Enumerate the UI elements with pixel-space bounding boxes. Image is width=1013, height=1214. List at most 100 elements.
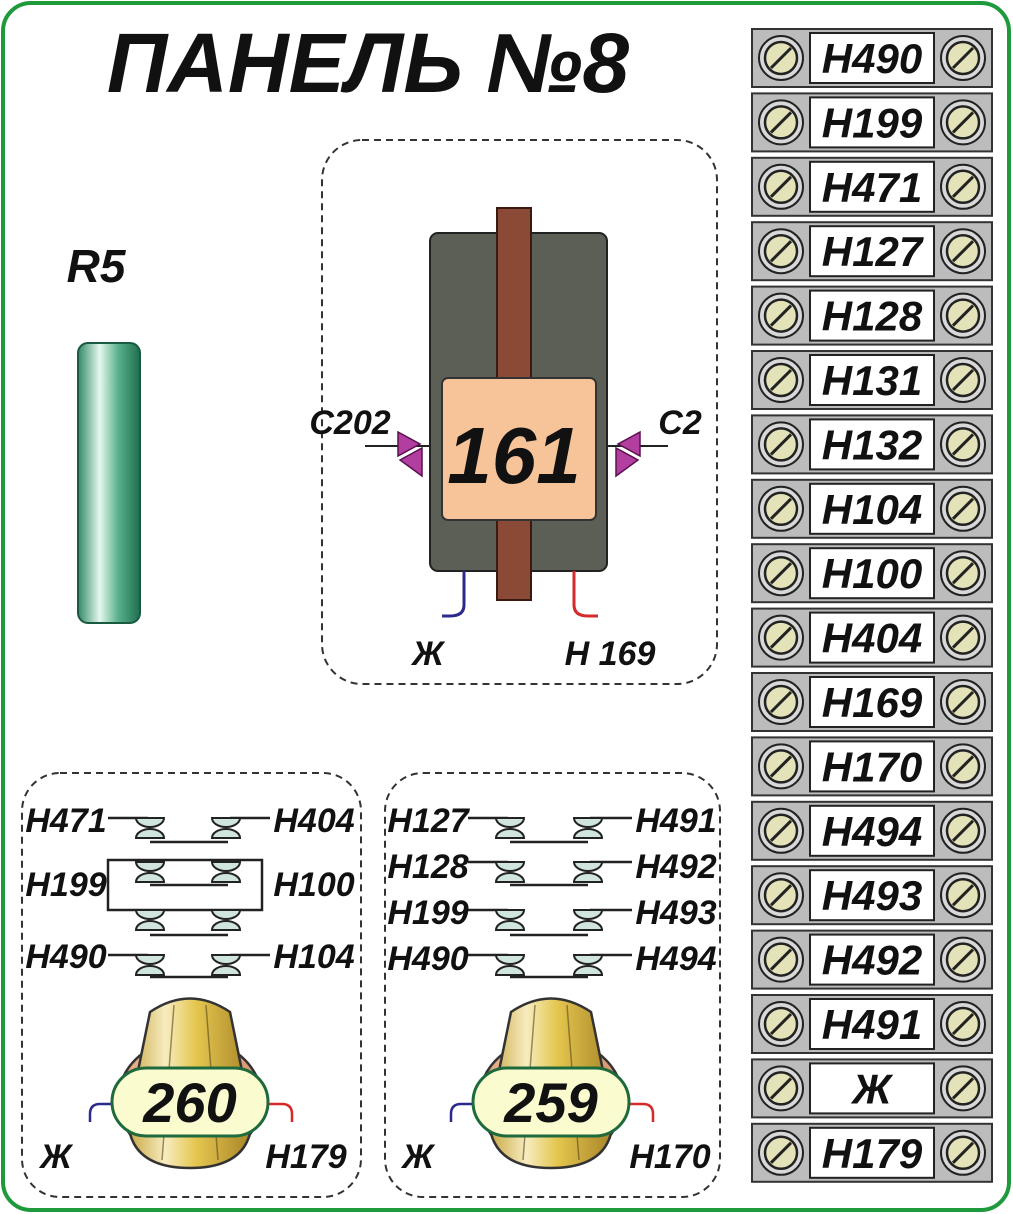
sw260-right-3: Н104 bbox=[273, 938, 354, 976]
terminal-label: Н494 bbox=[822, 808, 922, 855]
terminal-screw-icon[interactable] bbox=[758, 35, 804, 81]
sw259-wire-left-label: Ж bbox=[400, 1138, 436, 1176]
terminal-label: Н132 bbox=[822, 421, 922, 468]
sw259-right-4: Н494 bbox=[635, 940, 716, 978]
terminal-screw-icon[interactable] bbox=[940, 1065, 986, 1112]
terminal-label: Н199 bbox=[822, 99, 923, 146]
sw259-left-3: Н199 bbox=[387, 894, 468, 932]
terminal-screw-icon[interactable] bbox=[758, 163, 804, 210]
switch-259-knob[interactable]: 259 bbox=[449, 997, 655, 1170]
sw259-wire-right-label: Н170 bbox=[629, 1138, 710, 1176]
terminal-screw-icon[interactable] bbox=[758, 679, 804, 725]
terminal-screw-icon[interactable] bbox=[940, 807, 986, 854]
terminal-screw-icon[interactable] bbox=[940, 99, 986, 146]
terminal-screw-icon[interactable] bbox=[940, 872, 986, 919]
terminal-label: Н492 bbox=[822, 937, 922, 984]
terminal-screw-icon[interactable] bbox=[758, 807, 804, 854]
cap-left bbox=[397, 430, 423, 478]
sw259-wire-right bbox=[629, 1102, 655, 1122]
terminal-screw-icon[interactable] bbox=[940, 743, 986, 790]
terminal-label: Н490 bbox=[822, 35, 922, 82]
terminal-screw-icon[interactable] bbox=[940, 936, 986, 983]
switch-259: Н127 Н491 Н128 Н492 Н199 Н493 Н490 Н494 … bbox=[384, 772, 721, 1198]
terminal-cell: Н131 bbox=[751, 350, 993, 410]
terminal-label: Н100 bbox=[822, 550, 922, 597]
terminal-cell: Н170 bbox=[751, 736, 993, 797]
sw259-right-1: Н491 bbox=[635, 802, 716, 840]
terminal-screw-icon[interactable] bbox=[940, 1129, 986, 1176]
terminal-screw-icon[interactable] bbox=[758, 550, 804, 597]
cap-right bbox=[615, 430, 641, 478]
sw260-left-3: Н490 bbox=[25, 938, 106, 976]
terminal-screw-icon[interactable] bbox=[940, 35, 986, 81]
terminal-cell: Н100 bbox=[751, 543, 993, 604]
terminal-label: Ж bbox=[851, 1065, 894, 1112]
terminal-cell: Н490 bbox=[751, 28, 993, 88]
terminal-cell: Н493 bbox=[751, 865, 993, 926]
sw259-left-1: Н127 bbox=[387, 802, 470, 840]
sw260-wire-left-label: Ж bbox=[38, 1138, 74, 1176]
sw260-right-2: Н100 bbox=[273, 866, 354, 904]
sw260-wire-right bbox=[268, 1102, 294, 1122]
terminal-cell: Ж bbox=[751, 1058, 993, 1119]
terminal-cell: Н491 bbox=[751, 994, 993, 1054]
terminal-label: Н179 bbox=[822, 1130, 923, 1177]
sw259-right-2: Н492 bbox=[635, 848, 716, 886]
switch-260-contacts bbox=[106, 816, 270, 979]
switch-260: Н471 Н404 Н199 Н100 Н490 Н104 260 Ж Н179 bbox=[21, 772, 362, 1198]
terminal-label: Н491 bbox=[822, 1001, 922, 1048]
terminal-screw-icon[interactable] bbox=[940, 485, 986, 532]
terminal-label: Н169 bbox=[822, 679, 923, 726]
terminal-screw-icon[interactable] bbox=[758, 99, 804, 146]
terminal-screw-icon[interactable] bbox=[758, 743, 804, 790]
terminal-screw-icon[interactable] bbox=[758, 357, 804, 403]
terminal-label: Н104 bbox=[822, 486, 922, 533]
terminal-strip: Н490Н199Н471Н127Н128Н131Н132Н104Н100Н404… bbox=[751, 28, 993, 1183]
terminal-screw-icon[interactable] bbox=[940, 614, 986, 661]
terminal-label: Н471 bbox=[822, 164, 922, 211]
terminal-cell: Н492 bbox=[751, 929, 993, 990]
terminal-screw-icon[interactable] bbox=[758, 228, 804, 275]
terminal-cell: Н104 bbox=[751, 478, 993, 539]
terminal-screw-icon[interactable] bbox=[940, 1001, 986, 1047]
terminal-screw-icon[interactable] bbox=[758, 1065, 804, 1112]
terminal-screw-icon[interactable] bbox=[758, 292, 804, 339]
terminal-cell: Н127 bbox=[751, 221, 993, 282]
terminal-cell: Н128 bbox=[751, 285, 993, 346]
sw259-wire-left bbox=[449, 1102, 473, 1122]
terminal-screw-icon[interactable] bbox=[758, 1129, 804, 1176]
switch-260-number: 260 bbox=[142, 1071, 236, 1134]
terminal-screw-icon[interactable] bbox=[940, 292, 986, 339]
terminal-screw-icon[interactable] bbox=[940, 679, 986, 725]
terminal-screw-icon[interactable] bbox=[758, 614, 804, 661]
terminal-screw-icon[interactable] bbox=[758, 1001, 804, 1047]
terminal-screw-icon[interactable] bbox=[758, 485, 804, 532]
terminal-screw-icon[interactable] bbox=[758, 936, 804, 983]
terminal-label: Н170 bbox=[822, 743, 922, 790]
terminal-screw-icon[interactable] bbox=[940, 550, 986, 597]
terminal-screw-icon[interactable] bbox=[940, 357, 986, 403]
terminal-screw-icon[interactable] bbox=[940, 228, 986, 275]
terminal-screw-icon[interactable] bbox=[758, 872, 804, 919]
sw259-right-3: Н493 bbox=[635, 894, 716, 932]
terminal-cell: Н404 bbox=[751, 607, 993, 668]
terminal-label: Н493 bbox=[822, 872, 922, 919]
terminal-screw-icon[interactable] bbox=[940, 163, 986, 210]
relay-number: 161 bbox=[447, 411, 580, 500]
relay-wire-right-label: Н 169 bbox=[565, 635, 656, 673]
terminal-label: Н404 bbox=[822, 615, 922, 662]
relay-label-plate bbox=[441, 377, 597, 521]
cap-left-label: С202 bbox=[309, 404, 390, 442]
resistor-label: R5 bbox=[67, 240, 127, 292]
resistor-r5: R5 bbox=[67, 240, 141, 624]
relay-wire-left-label: Ж bbox=[410, 635, 446, 673]
terminal-screw-icon[interactable] bbox=[758, 421, 804, 468]
sw260-left-1: Н471 bbox=[25, 802, 106, 840]
terminal-cell: Н132 bbox=[751, 414, 993, 475]
terminal-screw-icon[interactable] bbox=[940, 421, 986, 468]
sw259-left-4: Н490 bbox=[387, 940, 468, 978]
switch-260-knob[interactable]: 260 bbox=[88, 997, 294, 1170]
sw260-left-2: Н199 bbox=[25, 866, 106, 904]
switch-260-boundary bbox=[21, 772, 362, 1198]
terminal-cell: Н199 bbox=[751, 92, 993, 153]
